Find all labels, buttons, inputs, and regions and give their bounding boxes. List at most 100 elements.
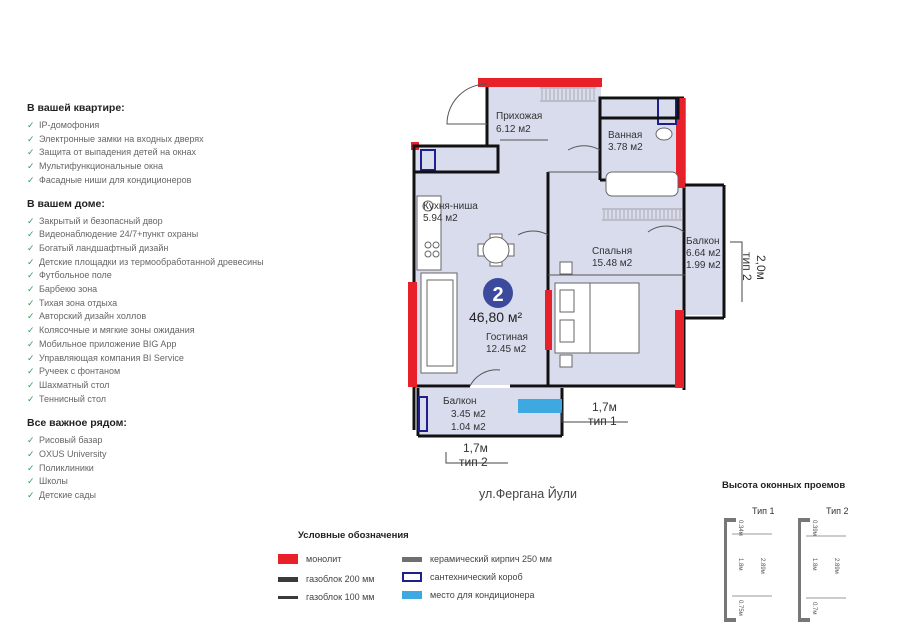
sofa bbox=[420, 272, 458, 374]
type2-top: 0.39м bbox=[811, 520, 817, 536]
list-item: ✓Барбекю зона bbox=[27, 283, 327, 297]
check-icon: ✓ bbox=[27, 120, 35, 130]
check-icon: ✓ bbox=[27, 338, 35, 349]
floor-plan: Прихожая 6.12 м2 Ванная 3.78 м2 Кухня-ни… bbox=[408, 78, 768, 469]
kitchen-set bbox=[416, 195, 442, 271]
list-item: ✓Школы bbox=[27, 475, 327, 489]
legend-item-monolith: монолит bbox=[278, 554, 341, 564]
type2-total: 2.89м bbox=[833, 558, 839, 574]
apartment-features-title: В вашей квартире: bbox=[27, 102, 125, 114]
list-item: ✓Мобильное приложение BIG App bbox=[27, 338, 327, 352]
check-icon: ✓ bbox=[27, 379, 35, 390]
check-icon: ✓ bbox=[27, 325, 35, 336]
list-item: ✓Футбольное поле bbox=[27, 269, 327, 283]
bath-name: Ванная bbox=[608, 130, 642, 141]
kitchen-name: Кухня-ниша bbox=[423, 201, 478, 212]
list-item: ✓IP-домофония bbox=[27, 119, 327, 133]
list-item: ✓Ручеек с фонтаном bbox=[27, 365, 327, 379]
nearby-features-list: ✓Рисовый базар ✓OXUS University ✓Поликли… bbox=[27, 434, 327, 503]
nearby-features-title: Все важное рядом: bbox=[27, 417, 127, 430]
sanitary-boxes bbox=[418, 97, 677, 432]
list-item: ✓Богатый ландшафтный дизайн bbox=[27, 242, 327, 256]
check-icon: ✓ bbox=[27, 256, 35, 267]
list-item: ✓Видеонаблюдение 24/7+пункт охраны bbox=[27, 228, 327, 242]
legend-item-ac-place: место для кондиционера bbox=[402, 590, 535, 600]
rooms-count-badge bbox=[483, 278, 513, 308]
window-diagrams: 0.34м 1.8м 0.75м 2.89м 0.39м 1.8м 0.7м 2… bbox=[724, 518, 846, 622]
kitchen-area: 5.94 м2 bbox=[423, 213, 458, 224]
bathtub bbox=[605, 171, 679, 197]
house-features-title: В вашем доме: bbox=[27, 197, 105, 210]
list-item: ✓Мультифункциональные окна bbox=[27, 160, 327, 174]
living-name: Гостиная bbox=[486, 332, 528, 343]
type1-bottom: 0.75м bbox=[737, 600, 743, 616]
balcony-left-area2: 1.04 м2 bbox=[451, 422, 486, 433]
window-type2-label: Тип 2 bbox=[826, 506, 849, 516]
list-item: ✓OXUS University bbox=[27, 448, 327, 462]
balcony-right-area1: 6.64 м2 bbox=[686, 248, 721, 259]
legend-swatch bbox=[402, 572, 422, 582]
dim2-size: 1,7м bbox=[463, 441, 488, 455]
apartment-features-list: ✓IP-домофония ✓Электронные замки на вход… bbox=[27, 119, 327, 188]
house-features-list: ✓Закрытый и безопасный двор ✓Видеонаблюд… bbox=[27, 215, 327, 407]
check-icon: ✓ bbox=[27, 215, 35, 226]
check-icon: ✓ bbox=[27, 133, 35, 144]
doors bbox=[446, 83, 685, 387]
dining-table bbox=[477, 233, 515, 267]
rooms-count: 2 bbox=[492, 284, 503, 306]
type2-mid: 1.8м bbox=[811, 558, 817, 570]
check-icon: ✓ bbox=[27, 297, 35, 308]
check-icon: ✓ bbox=[27, 393, 35, 404]
list-item: ✓Шахматный стол bbox=[27, 379, 327, 393]
legend-swatch bbox=[402, 591, 422, 599]
window-heights-title: Высота оконных проемов bbox=[722, 480, 846, 491]
window-type1-label: Тип 1 bbox=[752, 506, 775, 516]
legend-swatch bbox=[402, 556, 422, 562]
window-heights: Высота оконных проемов Тип 1 Тип 2 0.34м… bbox=[712, 480, 892, 630]
legend-item-gasblock-100: газоблок 100 мм bbox=[278, 592, 374, 602]
list-item: ✓Электронные замки на входных дверях bbox=[27, 133, 327, 147]
living-area: 12.45 м2 bbox=[486, 344, 527, 355]
check-icon: ✓ bbox=[27, 352, 35, 363]
ac-spot bbox=[518, 399, 562, 413]
list-item: ✓Детские сады bbox=[27, 489, 327, 503]
check-icon: ✓ bbox=[27, 462, 35, 473]
features-panel: В вашей квартире: ✓IP-домофония ✓Электро… bbox=[27, 102, 327, 503]
check-icon: ✓ bbox=[27, 147, 35, 158]
dim1-type: тип 1 bbox=[588, 414, 617, 428]
dim1-size: 1,7м bbox=[592, 400, 617, 414]
list-item: ✓Тихая зона отдыха bbox=[27, 297, 327, 311]
balcony-right-name: Балкон bbox=[686, 236, 720, 247]
list-item: ✓Поликлиники bbox=[27, 462, 327, 476]
check-icon: ✓ bbox=[27, 161, 35, 172]
check-icon: ✓ bbox=[27, 242, 35, 253]
bed bbox=[554, 282, 640, 354]
balcony-left-name: Балкон bbox=[443, 396, 477, 407]
list-item: ✓Теннисный стол bbox=[27, 393, 327, 407]
check-icon: ✓ bbox=[27, 435, 35, 446]
type1-top: 0.34м bbox=[737, 520, 743, 536]
check-icon: ✓ bbox=[27, 270, 35, 281]
legend-title: Условные обозначения bbox=[298, 530, 409, 541]
check-icon: ✓ bbox=[27, 311, 35, 322]
check-icon: ✓ bbox=[27, 476, 35, 487]
total-area: 46,80 м² bbox=[469, 309, 523, 325]
dim2-type: тип 2 bbox=[459, 455, 488, 469]
legend-item-sanitary-box: сантехнический короб bbox=[402, 572, 523, 582]
list-item: ✓Рисовый базар bbox=[27, 434, 327, 448]
street-label: ул.Фергана Йули bbox=[479, 487, 577, 501]
balcony-left-area1: 3.45 м2 bbox=[451, 409, 486, 420]
bedroom-area: 15.48 м2 bbox=[592, 258, 633, 269]
type1-mid: 1.8м bbox=[737, 558, 743, 570]
bedroom-name: Спальня bbox=[592, 246, 632, 257]
list-item: ✓Защита от выпадения детей на окнах bbox=[27, 146, 327, 160]
legend-swatch bbox=[278, 595, 298, 599]
check-icon: ✓ bbox=[27, 366, 35, 377]
list-item: ✓Колясочные и мягкие зоны ожидания bbox=[27, 324, 327, 338]
type1-total: 2.89м bbox=[759, 558, 765, 574]
check-icon: ✓ bbox=[27, 490, 35, 501]
list-item: ✓Авторский дизайн холлов bbox=[27, 310, 327, 324]
list-item: ✓Фасадные ниши для кондиционеров bbox=[27, 174, 327, 188]
check-icon: ✓ bbox=[27, 174, 35, 185]
list-item: ✓Детские площадки из термообработанной д… bbox=[27, 256, 327, 270]
